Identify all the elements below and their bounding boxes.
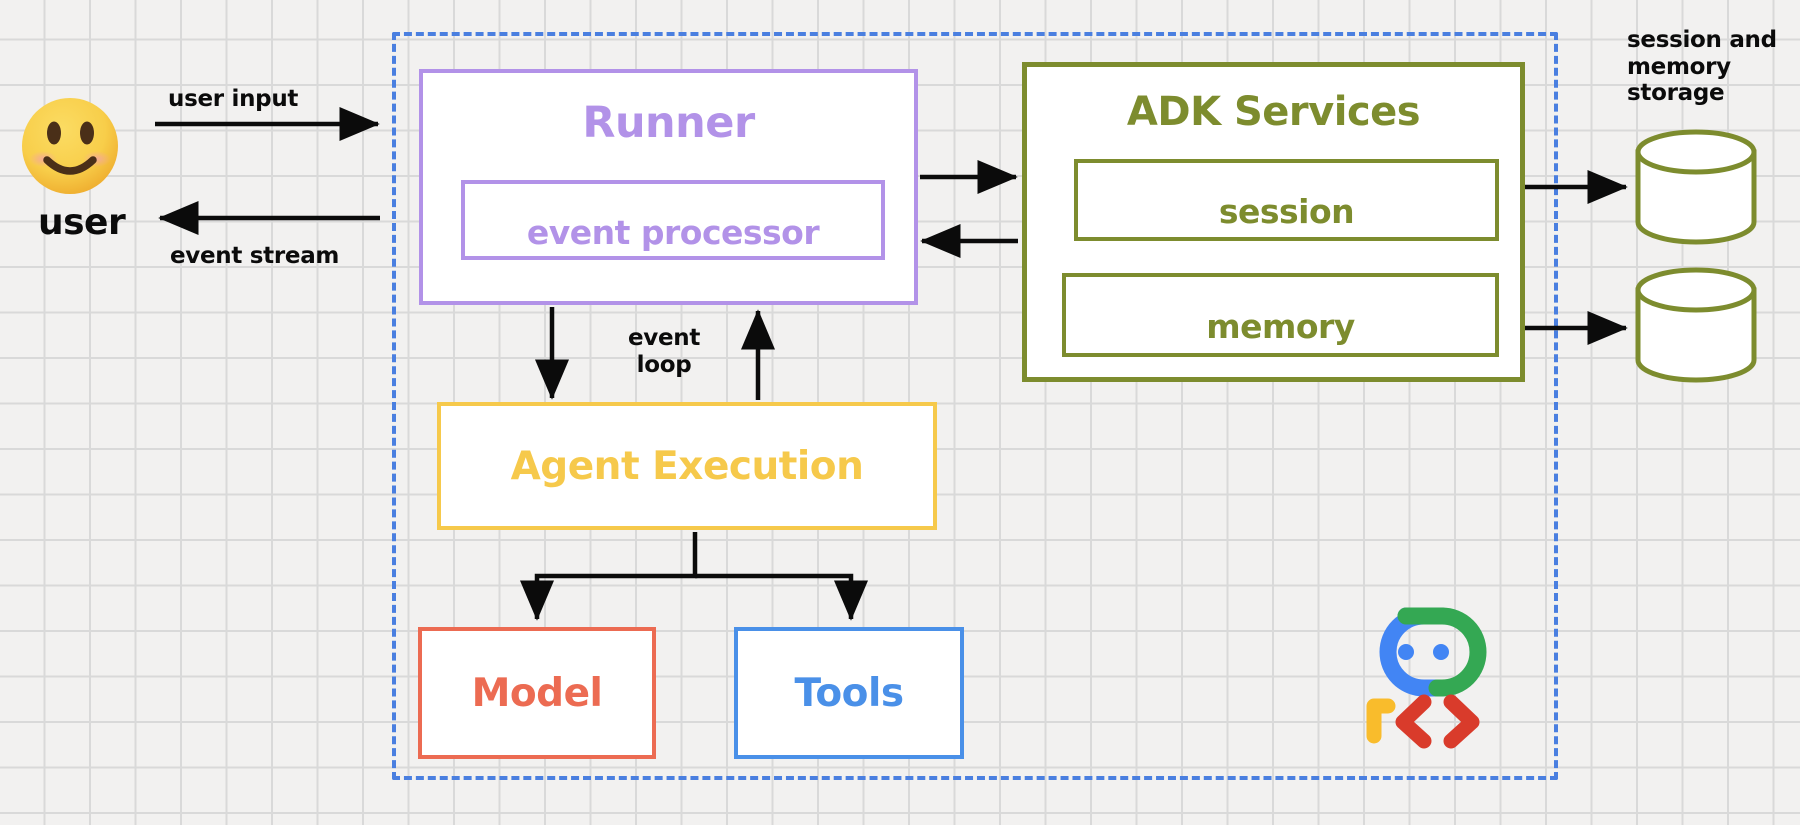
event-processor-node[interactable]: event processor xyxy=(461,180,885,260)
adk-logo xyxy=(1366,607,1487,749)
user-input-label: user input xyxy=(168,86,299,112)
storage-label: session and memory storage xyxy=(1627,27,1777,107)
tools-node[interactable]: Tools xyxy=(734,627,964,759)
adk-services-node[interactable]: ADK Services session memory xyxy=(1022,62,1525,382)
session-service-title: session xyxy=(1218,191,1355,231)
adk-services-title: ADK Services xyxy=(1126,89,1421,135)
arrow-agent-to-model-tools xyxy=(519,532,869,621)
runner-title: Runner xyxy=(582,98,755,148)
adk-runtime-boundary xyxy=(392,32,1558,780)
runner-node[interactable]: Runner event processor xyxy=(419,69,918,305)
memory-service-title: memory xyxy=(1206,306,1355,346)
agent-execution-title: Agent Execution xyxy=(510,443,864,489)
agent-execution-node[interactable]: Agent Execution xyxy=(437,402,937,530)
event-loop-label: event loop xyxy=(628,325,701,378)
model-title: Model xyxy=(471,670,603,716)
smiling-face-emoji xyxy=(22,98,118,194)
memory-service-node[interactable]: memory xyxy=(1062,273,1499,357)
event-processor-title: event processor xyxy=(526,213,820,252)
memory-storage-cylinder xyxy=(1635,267,1757,383)
tools-title: Tools xyxy=(794,670,904,716)
user-label: user xyxy=(38,202,126,243)
session-service-node[interactable]: session xyxy=(1074,159,1499,241)
session-storage-cylinder xyxy=(1635,129,1757,245)
event-stream-label: event stream xyxy=(170,243,340,269)
model-node[interactable]: Model xyxy=(418,627,656,759)
